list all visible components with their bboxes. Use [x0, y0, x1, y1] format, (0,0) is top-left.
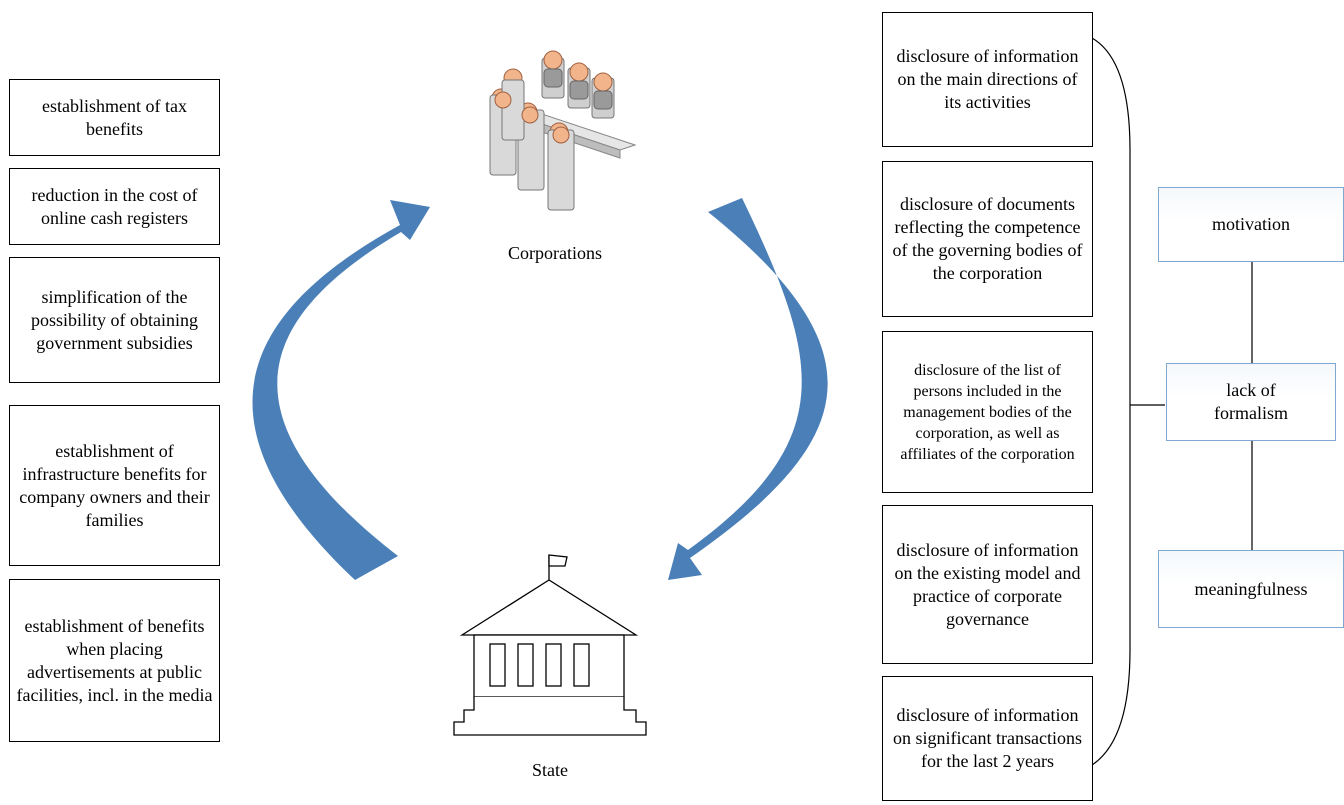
- disclosure-text: disclosure of information on significant…: [893, 705, 1082, 771]
- quality-text: lack of formalism: [1214, 380, 1288, 423]
- benefit-box-5: establishment of benefits when placing a…: [9, 579, 220, 742]
- corporations-label: Corporations: [508, 243, 602, 263]
- disclosure-box-4: disclosure of information on the existin…: [882, 505, 1093, 664]
- benefit-text: establishment of benefits when placing a…: [16, 615, 213, 705]
- quality-text: meaningfulness: [1194, 578, 1308, 599]
- disclosure-text: disclosure of information on the main di…: [896, 46, 1079, 112]
- benefit-text: establishment of infrastructure benefits…: [19, 440, 210, 530]
- disclosure-box-5: disclosure of information on significant…: [882, 676, 1093, 801]
- benefit-text: simplification of the possibility of obt…: [30, 286, 198, 353]
- disclosure-text: disclosure of the list of persons includ…: [900, 361, 1075, 463]
- benefit-text: reduction in the cost of online cash reg…: [31, 184, 198, 228]
- arrow-state-to-corporations: [252, 200, 430, 580]
- quality-text: motivation: [1212, 214, 1290, 234]
- disclosure-box-1: disclosure of information on the main di…: [882, 12, 1093, 147]
- state-label: State: [532, 760, 568, 780]
- meeting-table-icon: [489, 50, 637, 211]
- benefit-box-4: establishment of infrastructure benefits…: [9, 405, 220, 566]
- disclosure-text: disclosure of information on the existin…: [894, 539, 1081, 629]
- arrow-corporations-to-state: [668, 198, 828, 580]
- disclosure-text: disclosure of documents reflecting the c…: [892, 194, 1083, 283]
- benefit-text: establishment of tax benefits: [42, 95, 187, 139]
- benefit-box-1: establishment of tax benefits: [9, 79, 220, 156]
- benefit-box-3: simplification of the possibility of obt…: [9, 257, 220, 383]
- quality-box-lack-of-formalism: lack of formalism: [1166, 363, 1336, 441]
- disclosure-box-2: disclosure of documents reflecting the c…: [882, 161, 1093, 317]
- benefit-box-2: reduction in the cost of online cash reg…: [9, 168, 220, 245]
- quality-box-meaningfulness: meaningfulness: [1158, 550, 1344, 628]
- disclosure-brace: [1091, 37, 1131, 766]
- government-building-icon: [453, 554, 647, 736]
- quality-box-motivation: motivation: [1158, 187, 1344, 262]
- disclosure-box-3: disclosure of the list of persons includ…: [882, 331, 1093, 493]
